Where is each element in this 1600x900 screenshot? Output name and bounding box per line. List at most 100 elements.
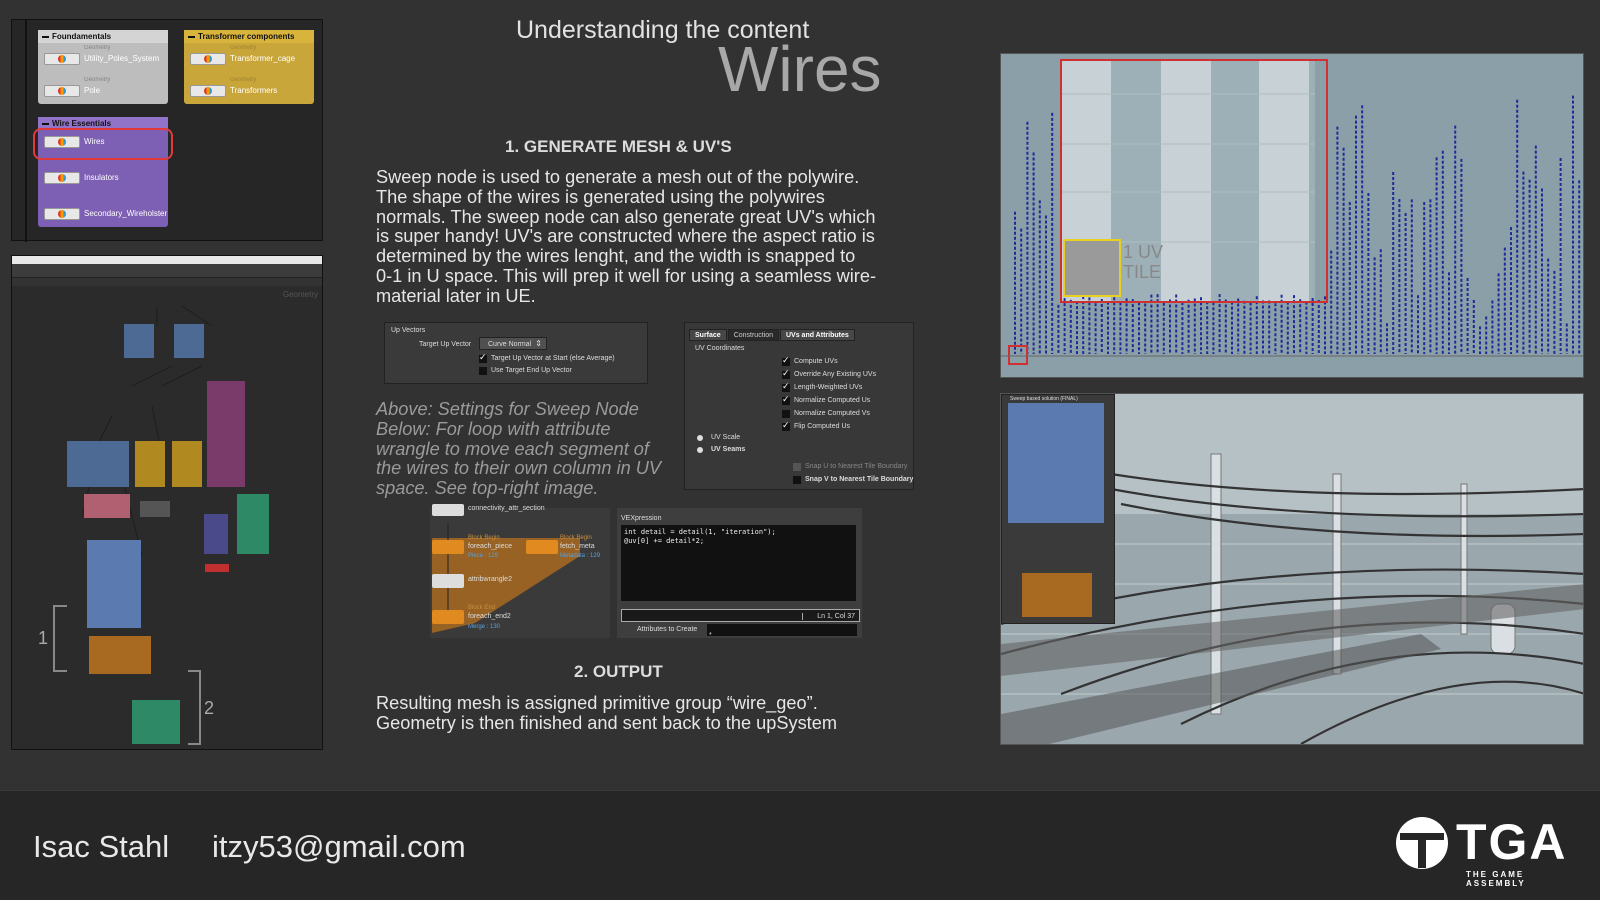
checkbox-normalize-vs[interactable] xyxy=(782,410,790,418)
houdini-network-screenshot: Geometry 1 2 xyxy=(11,255,323,750)
checkbox-normalize-us[interactable] xyxy=(782,394,790,405)
page-title: Wires xyxy=(718,33,882,105)
network-graph xyxy=(53,305,269,745)
node-fetch-meta[interactable] xyxy=(526,540,558,554)
editor-status-bar: Ln 1, Col 37 xyxy=(621,609,860,622)
geometry-icon xyxy=(58,138,66,146)
network-overview-panel: Foundamentals Geometry Utility_Poles_Sys… xyxy=(11,19,323,242)
checkbox-label: Target Up Vector at Start (else Average) xyxy=(491,355,615,362)
page-subtitle: Understanding the content xyxy=(516,16,810,44)
sweep-group xyxy=(1008,403,1104,523)
attributes-label: Attributes to Create xyxy=(637,626,698,633)
scene-viewport[interactable]: Sweep based solution (FINAL) xyxy=(1000,393,1584,745)
tab-bar: Surface Construction UVs and Attributes xyxy=(689,329,855,341)
checkbox-target-end-up[interactable] xyxy=(479,367,487,375)
checkbox-label: Snap V to Nearest Tile Boundary xyxy=(805,476,914,483)
node-type: Geometry xyxy=(230,77,257,83)
node-label: fetch_meta xyxy=(560,543,595,550)
vex-screenshot: connectivity_attr_section Block Begin fo… xyxy=(430,504,862,639)
checkbox-override-uvs[interactable] xyxy=(782,368,790,379)
node-sub: Block Begin xyxy=(560,535,592,541)
geometry-icon xyxy=(58,55,66,63)
window-menubar xyxy=(12,278,322,286)
node-label: Utility_Poles_System xyxy=(84,54,160,63)
attributes-value: * xyxy=(709,632,712,639)
logo-word: TGA xyxy=(1456,814,1568,870)
checkbox-snap-v[interactable] xyxy=(793,476,801,484)
checkbox-label: Override Any Existing UVs xyxy=(794,371,877,378)
highlight-wires-node xyxy=(33,128,173,160)
foreach-block-shape xyxy=(432,524,580,633)
uv-seams-toggle[interactable] xyxy=(697,447,703,453)
checkbox-compute-uvs[interactable] xyxy=(782,355,790,366)
panel-title: Up Vectors xyxy=(391,327,426,334)
geometry-icon xyxy=(204,87,212,95)
uv-viewport[interactable]: 1 UV TILE xyxy=(1000,53,1584,378)
tga-logo: TGA THE GAME ASSEMBLY xyxy=(1394,811,1584,888)
wire-scene xyxy=(1001,394,1583,744)
checkbox-label: Flip Computed Us xyxy=(794,423,851,430)
section2-heading: 2. OUTPUT xyxy=(574,662,663,681)
target-up-dropdown[interactable]: Curve Normal⇕ xyxy=(479,337,547,350)
network-group-foundamentals[interactable]: Foundamentals Geometry Utility_Poles_Sys… xyxy=(38,30,168,104)
node-label: foreach_end2 xyxy=(468,613,511,620)
tab-uvs-attributes[interactable]: UVs and Attributes xyxy=(779,329,855,341)
foreach-node-graph: connectivity_attr_section Block Begin fo… xyxy=(430,504,610,638)
author-name: Isac Stahl xyxy=(33,829,170,864)
node-type: Geometry xyxy=(230,45,257,51)
checkbox-flip-us[interactable] xyxy=(782,420,790,431)
node-sub: Block End xyxy=(468,605,496,611)
node-meta: Merge : 130 xyxy=(468,624,501,630)
uv-attributes-panel: Surface Construction UVs and Attributes … xyxy=(684,322,914,490)
node-label: Transformer_cage xyxy=(230,54,296,63)
tab-surface[interactable]: Surface xyxy=(689,329,727,341)
attributes-field[interactable]: * xyxy=(707,624,857,639)
uv-tile-label-2: TILE xyxy=(1123,262,1162,282)
node-label: Insulators xyxy=(84,173,119,182)
node-label: foreach_piece xyxy=(468,543,512,550)
node-label: Secondary_Wireholster xyxy=(84,209,168,218)
checkbox-label: Snap U to Nearest Tile Boundary xyxy=(805,463,908,470)
window-titlebar xyxy=(12,256,322,264)
tga-logo-icon xyxy=(1396,817,1448,869)
uv-layout xyxy=(1001,59,1583,365)
up-vectors-panel: Up Vectors Target Up Vector Curve Normal… xyxy=(384,322,648,384)
chevron-down-icon: ⇕ xyxy=(535,339,542,348)
uv-column-bars xyxy=(1014,95,1581,354)
network-group-wire-essentials[interactable]: Wire Essentials Wires Insulators Seconda… xyxy=(38,117,168,227)
geometry-icon xyxy=(58,210,66,218)
section2-body: Resulting mesh is assigned primitive gro… xyxy=(376,693,838,733)
uv-tile-label-1: 1 UV xyxy=(1123,242,1164,262)
code-line-1: int detail = detail(1, "iteration"); xyxy=(624,528,776,536)
network-overlay: Sweep based solution (FINAL) xyxy=(1001,394,1115,624)
group-title: Transformer components xyxy=(184,30,314,43)
settings-caption: Above: Settings for Sweep Node Below: Fo… xyxy=(376,399,662,499)
bracket-1-label: 1 xyxy=(38,628,49,648)
node-label: connectivity_attr_section xyxy=(468,505,545,512)
checkbox-label: Length-Weighted UVs xyxy=(794,384,863,391)
checkbox-length-weighted[interactable] xyxy=(782,381,790,392)
node-attribwrangle[interactable] xyxy=(432,574,464,588)
footer: Isac Stahl itzy53@gmail.com TGA THE GAME… xyxy=(0,790,1600,900)
node-label: Pole xyxy=(84,86,101,95)
checkbox-snap-u[interactable] xyxy=(793,463,801,471)
section1-body: Sweep node is used to generate a mesh ou… xyxy=(376,167,877,306)
node-foreach-end[interactable] xyxy=(432,610,464,624)
author-email[interactable]: itzy53@gmail.com xyxy=(212,829,466,864)
context-label: Geometry xyxy=(282,290,318,299)
network-group-transformer[interactable]: Transformer components Geometry Transfor… xyxy=(184,30,314,104)
logo-subtitle: THE GAME ASSEMBLY xyxy=(1466,870,1526,888)
checkbox-label: Use Target End Up Vector xyxy=(491,367,572,374)
checkbox-label: Compute UVs xyxy=(794,358,838,365)
tab-construction[interactable]: Construction xyxy=(727,329,779,341)
graph-title: Sweep based solution (FINAL) xyxy=(1010,396,1078,402)
vex-code-editor[interactable]: int detail = detail(1, "iteration"); @uv… xyxy=(621,525,856,601)
node-sub: Block Begin xyxy=(468,535,500,541)
node-label: Transformers xyxy=(230,86,278,95)
checkbox-target-up-start[interactable] xyxy=(479,352,487,363)
uv-scale-toggle[interactable] xyxy=(697,435,703,441)
section-label: UV Coordinates xyxy=(695,345,745,352)
node-connectivity-icon[interactable] xyxy=(432,504,464,516)
checkbox-label: Normalize Computed Us xyxy=(794,397,871,404)
node-foreach-piece[interactable] xyxy=(432,540,464,554)
